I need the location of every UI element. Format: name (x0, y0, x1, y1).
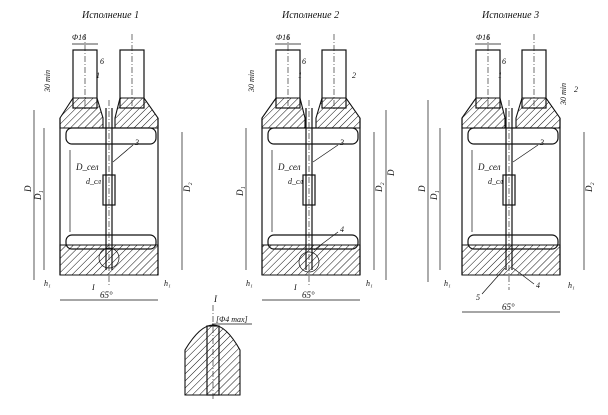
v3-top-left-block (461, 97, 506, 129)
v2-dia-Dsel: D_сел (277, 162, 301, 172)
v2-angle: 65° (302, 290, 315, 300)
v2-top-left-block (261, 97, 306, 129)
v3-top-right-block (515, 97, 561, 129)
v1-angle: 65° (100, 290, 113, 300)
v3-h-left: h₁ (444, 279, 451, 288)
variant-3-title: Исполнение 3 (481, 10, 539, 21)
v3-bottom-ring (467, 234, 559, 250)
v2-dia-D1: D₁ (235, 186, 245, 197)
v2-h-left: h₁ (246, 279, 253, 288)
v3-dia-D: D (417, 185, 427, 193)
v1-dia-D: D (23, 185, 33, 193)
v3-part-1: 1 (498, 71, 502, 80)
v1-part-6: 6 (100, 57, 104, 66)
variant-1-title: Исполнение 1 (81, 10, 139, 21)
variant-1: Исполнение 1 Φ16 30 min D D₁ D_сел d_сл (23, 10, 192, 301)
v1-dia-Dsel: D_сел (75, 162, 99, 172)
v2-part-3: 3 (339, 138, 344, 147)
v2-bottom-block (261, 244, 361, 276)
v2-top-dim: Φ16 (276, 33, 290, 42)
variant-3: Исполнение 3 Φ16 30 min D D₁ D_сел d_сл … (417, 10, 594, 313)
v3-top-ring (467, 127, 559, 145)
v3-length-dim: 30 min (559, 83, 568, 106)
v2-part-4: 4 (340, 225, 344, 234)
v1-h-left: h₁ (44, 279, 51, 288)
v1-top-ring (65, 127, 157, 145)
v2-dia-dsl: d_сл (288, 177, 304, 186)
detail-dim: [Φ4 max] (216, 315, 248, 324)
v1-top-left-block (59, 97, 104, 129)
v2-sensor (302, 174, 316, 206)
v2-top-ring (267, 127, 359, 145)
v3-h-right: h₁ (568, 281, 575, 290)
v1-dia-dsl: d_сл (86, 177, 102, 186)
v3-part-5: 5 (476, 293, 480, 302)
v3-dia-D1: D₁ (429, 190, 439, 201)
v1-top-dim: Φ16 (72, 33, 86, 42)
v1-dia-D2: D₂ (182, 182, 192, 193)
detail-view: I [Φ4 max] (184, 294, 252, 400)
v1-h-right: h₁ (164, 279, 171, 288)
v2-top-right-block (315, 97, 361, 129)
v3-sensor (502, 174, 516, 206)
v3-bottom-block (461, 244, 561, 276)
v3-part-4: 4 (536, 281, 540, 290)
v3-dia-Dsel: D_сел (477, 162, 501, 172)
v2-part-1: 1 (298, 71, 302, 80)
variant-2: Исполнение 2 Φ16 30 min D₁ D_сел d_сл D₂… (235, 10, 396, 301)
v3-part-3: 3 (539, 138, 544, 147)
v1-length-dim: 30 min (43, 70, 52, 93)
v2-detail-circle (298, 251, 320, 273)
v1-bottom-ring (65, 234, 157, 250)
v1-sensor (102, 174, 116, 206)
v3-dia-dsl: d_сл (488, 177, 504, 186)
v3-angle: 65° (502, 302, 515, 312)
v2-part-2: 2 (352, 71, 356, 80)
v1-dia-D1: D₁ (33, 190, 43, 201)
detail-tip (184, 324, 241, 396)
v1-top-right-block (114, 97, 159, 129)
v3-part-2: 2 (574, 85, 578, 94)
v2-part-6: 6 (302, 57, 306, 66)
v3-top-dim: Φ16 (476, 33, 490, 42)
v2-dia-D: D (386, 169, 396, 177)
v2-length-dim: 30 min (247, 70, 256, 93)
v2-section-mark: I (293, 283, 297, 292)
v3-dia-D2: D₂ (584, 182, 594, 193)
variant-2-title: Исполнение 2 (281, 10, 339, 21)
v1-part-3: 3 (134, 138, 139, 147)
v3-part-6: 6 (502, 57, 506, 66)
v1-section-mark: I (91, 283, 95, 292)
v1-part-1: 1 (96, 71, 100, 80)
v1-detail-circle (98, 247, 120, 269)
v2-bottom-ring (267, 234, 359, 250)
v2-dia-D2: D₂ (374, 182, 384, 193)
detail-mark: I (213, 294, 218, 304)
v2-h-right: h₁ (366, 279, 373, 288)
